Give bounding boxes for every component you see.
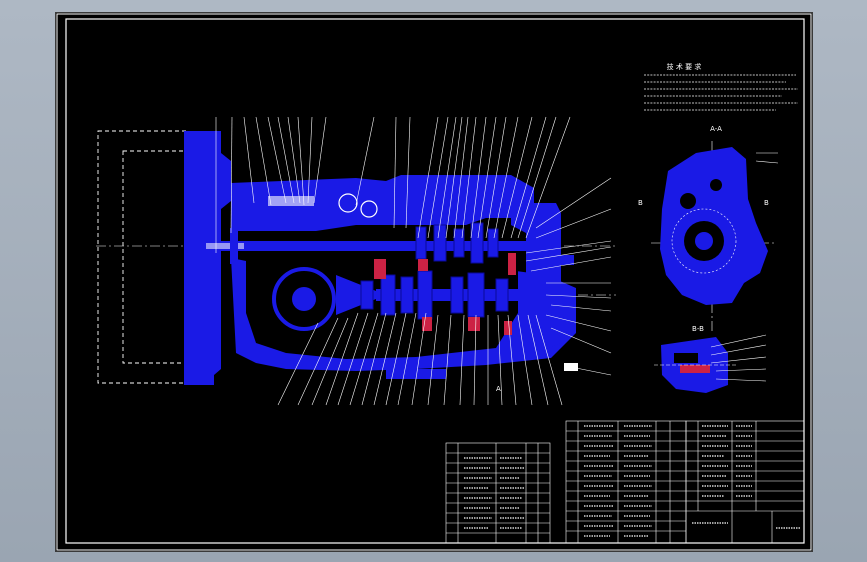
section-b-right-label: B	[764, 199, 769, 207]
section-bb-slot	[674, 353, 698, 363]
input-shaft	[206, 241, 536, 251]
differential-case	[272, 267, 336, 331]
leader-lines-right	[525, 177, 612, 376]
section-aa-small-bore	[710, 179, 722, 191]
section-aa: A-A B B	[638, 125, 779, 305]
section-b-left-label: B	[638, 199, 643, 207]
section-aa-label: A-A	[710, 125, 722, 133]
leader-lines-top	[215, 116, 571, 253]
section-bb-label: B-B	[692, 325, 704, 333]
section-bb: B-B	[654, 325, 767, 393]
input-shaft-spline	[206, 243, 244, 249]
view-a-label: A	[496, 385, 501, 393]
bom-text-rows	[464, 425, 800, 537]
leader-lines-bottom	[277, 312, 563, 406]
gear-set	[360, 222, 509, 320]
sheet-border	[56, 13, 812, 551]
bom-grid-right	[686, 421, 804, 543]
bom-grid-middle	[566, 421, 686, 543]
section-aa-upper-bore	[680, 193, 696, 209]
drawing-sheet: 技 术 要 求	[55, 12, 813, 552]
phantom-outline	[97, 130, 187, 384]
drawing-frame	[65, 18, 805, 544]
shift-rod	[268, 196, 314, 206]
assembly-drawing: 技 术 要 求	[56, 13, 812, 551]
rear-boss	[556, 255, 574, 265]
shift-lever-pivot	[338, 193, 358, 213]
section-aa-shaft	[695, 232, 713, 250]
lower-mount	[386, 369, 446, 379]
bell-housing	[184, 131, 231, 385]
tech-requirements-title: 技 术 要 求	[667, 62, 702, 71]
section-bb-pin	[680, 365, 710, 373]
clutch-flange	[230, 228, 238, 264]
differential-hub	[292, 287, 316, 311]
technical-requirements: 技 术 要 求	[644, 62, 798, 111]
selector-wheel	[360, 200, 378, 218]
bom-grid-left	[446, 443, 550, 543]
bill-of-materials	[445, 420, 805, 544]
sectioned-gears	[374, 253, 516, 335]
